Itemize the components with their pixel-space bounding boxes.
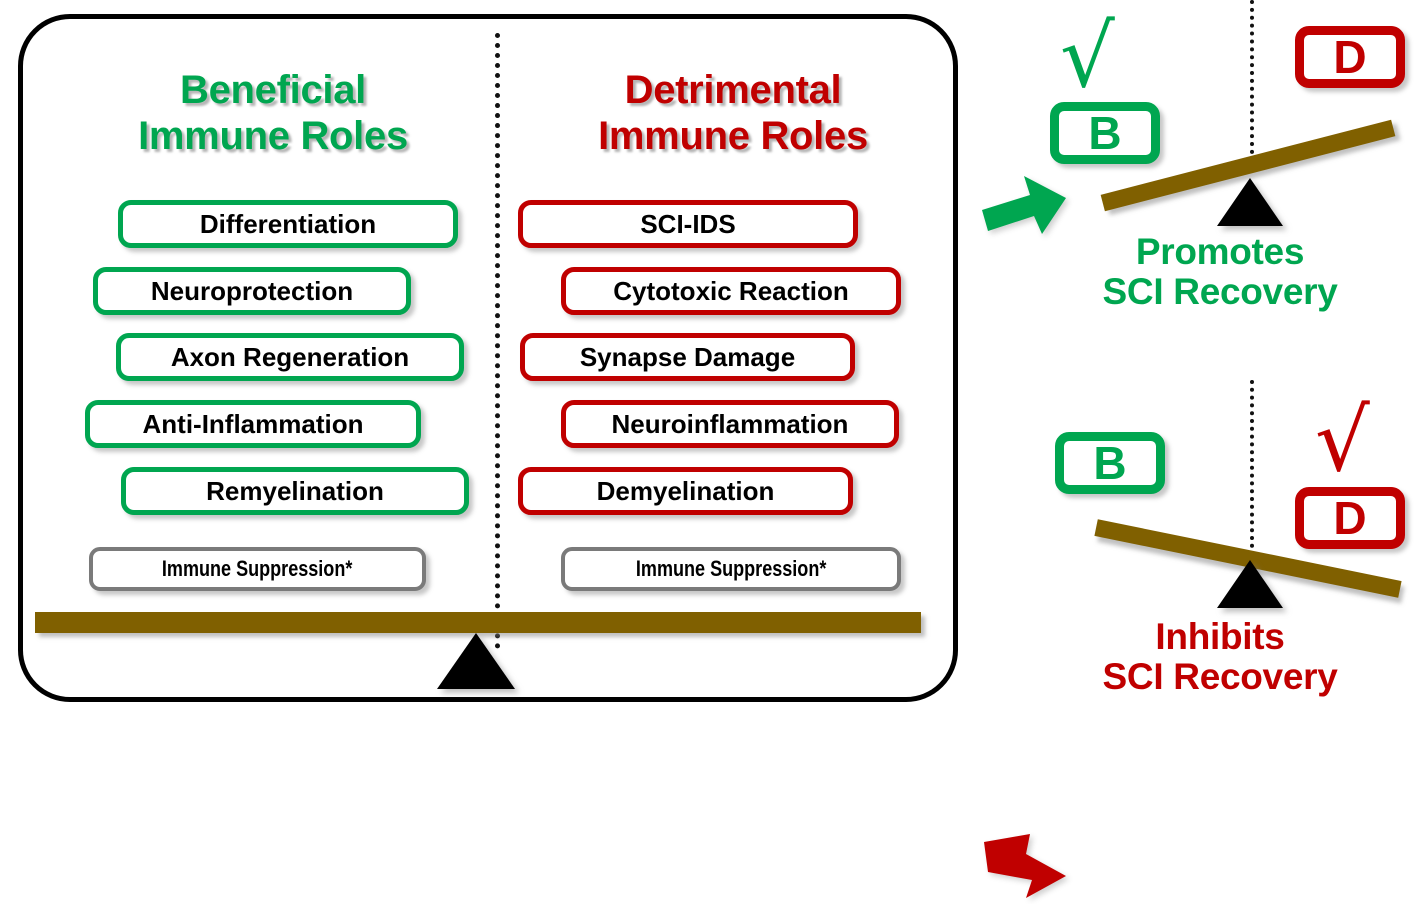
list-item-beneficial-anti-inflammation[interactable]: Anti-Inflammation	[85, 400, 421, 448]
main-fulcrum-triangle	[437, 633, 515, 689]
column-divider	[495, 33, 500, 649]
figure-canvas: Beneficial Immune Roles Detrimental Immu…	[18, 0, 1417, 898]
scale-caption-inhibits: Inhibits SCI Recovery	[1102, 616, 1338, 697]
beneficial-weight-box[interactable]: B	[1050, 102, 1160, 164]
detrimental-weight-box[interactable]: D	[1295, 26, 1405, 88]
list-item-detrimental-neuroinflammation[interactable]: Neuroinflammation	[561, 400, 899, 448]
red-arrow-icon	[984, 834, 1066, 898]
scale-inhibits: √ B D Inhibits SCI Recovery	[960, 378, 1417, 898]
green-check-icon: √	[1060, 7, 1115, 107]
main-balance-beam	[35, 612, 921, 633]
vertical-reference-dashes	[1250, 0, 1254, 162]
list-item-beneficial-immune-suppression[interactable]: Immune Suppression*	[89, 547, 426, 591]
immune-roles-panel: Beneficial Immune Roles Detrimental Immu…	[18, 14, 958, 702]
list-item-beneficial-neuroprotection[interactable]: Neuroprotection	[93, 267, 411, 315]
green-arrow-icon	[982, 176, 1066, 234]
list-item-detrimental-demyelination[interactable]: Demyelination	[518, 467, 853, 515]
beneficial-column-heading: Beneficial Immune Roles	[138, 68, 408, 158]
list-item-detrimental-sci-ids[interactable]: SCI-IDS	[518, 200, 858, 248]
list-item-detrimental-immune-suppression[interactable]: Immune Suppression*	[561, 547, 901, 591]
list-item-detrimental-cytotoxic-reaction[interactable]: Cytotoxic Reaction	[561, 267, 901, 315]
fulcrum-triangle	[1217, 560, 1283, 608]
detrimental-weight-box[interactable]: D	[1295, 487, 1405, 549]
red-check-icon: √	[1315, 391, 1370, 491]
beneficial-weight-box[interactable]: B	[1055, 432, 1165, 494]
list-item-beneficial-axon-regeneration[interactable]: Axon Regeneration	[116, 333, 464, 381]
vertical-reference-dashes	[1250, 380, 1254, 548]
detrimental-column-heading: Detrimental Immune Roles	[598, 68, 868, 158]
list-item-detrimental-synapse-damage[interactable]: Synapse Damage	[520, 333, 855, 381]
scale-caption-promotes: Promotes SCI Recovery	[1102, 231, 1338, 312]
list-item-beneficial-remyelination[interactable]: Remyelination	[121, 467, 469, 515]
fulcrum-triangle	[1217, 178, 1283, 226]
scale-promotes: √ B D Promotes SCI Recovery	[960, 0, 1417, 340]
list-item-beneficial-differentiation[interactable]: Differentiation	[118, 200, 458, 248]
